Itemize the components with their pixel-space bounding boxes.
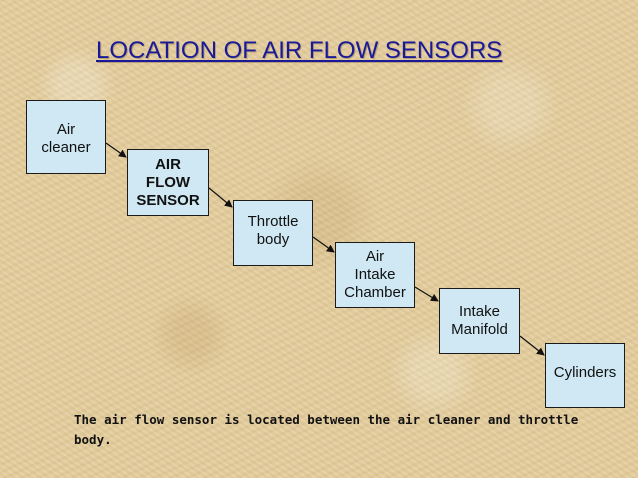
cylinders-box: Cylinders [545,343,625,408]
intake-manifold-box: Intake Manifold [439,288,520,354]
arrow-2 [208,187,233,208]
air-cleaner-box: Air cleaner [26,100,106,174]
air-intake-chamber-box: Air Intake Chamber [335,242,415,308]
slide-title: LOCATION OF AIR FLOW SENSORS [96,37,503,64]
arrow-4 [414,286,439,302]
arrow-1 [105,142,127,158]
caption-text: The air flow sensor is located between t… [74,412,579,447]
air-flow-sensor-box: AIR FLOW SENSOR [127,149,209,216]
throttle-body-box: Throttle body [233,200,313,266]
arrow-5 [519,335,545,356]
arrow-3 [312,236,335,253]
